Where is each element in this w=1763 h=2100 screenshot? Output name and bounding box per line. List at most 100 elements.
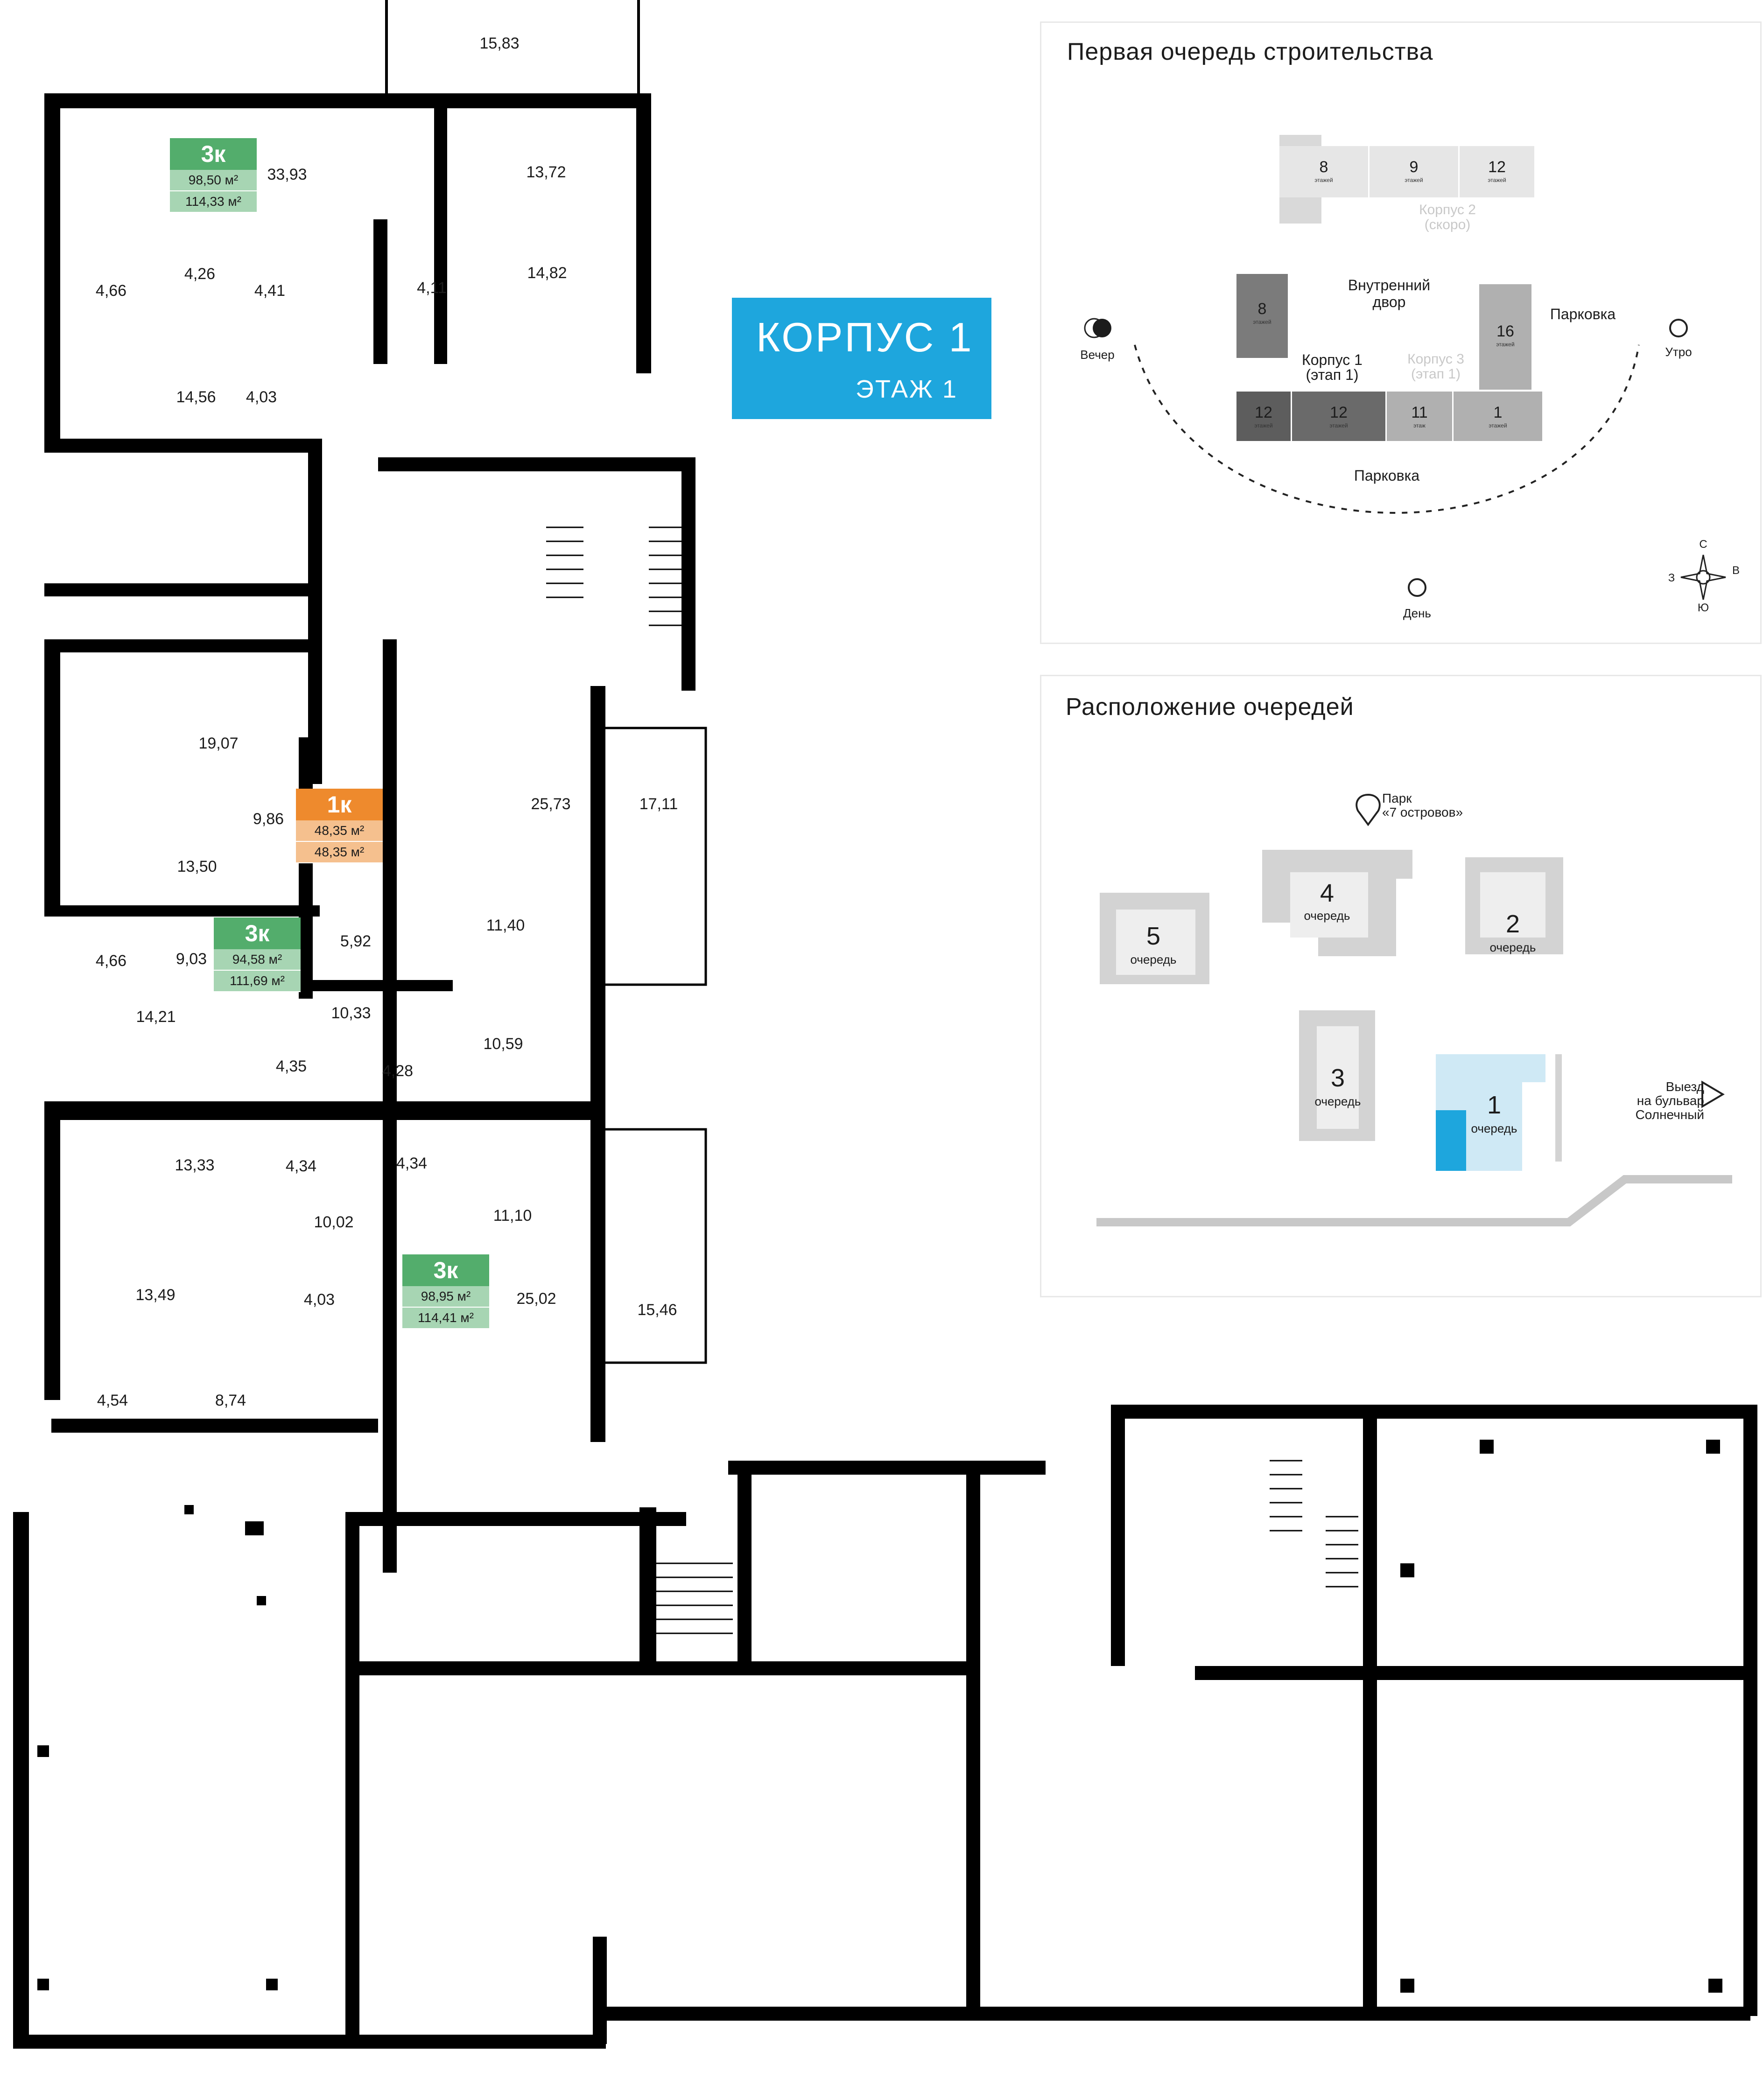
evening-label: Вечер	[1080, 348, 1115, 362]
room-area: 8,74	[215, 1392, 246, 1409]
compass-s: Ю	[1697, 602, 1709, 614]
queue-2-number: 2	[1505, 910, 1520, 938]
room-area: 4,41	[254, 282, 285, 300]
apartment-living-area: 94,58 м²	[214, 949, 301, 971]
apartment-rooms: 1к	[296, 789, 383, 820]
apartment-badge[interactable]: 1к 48,35 м² 48,35 м²	[296, 789, 383, 863]
korpus2-note: (скоро)	[1424, 217, 1471, 232]
compass-n: С	[1699, 538, 1707, 551]
room-area: 14,21	[136, 1008, 176, 1026]
room-area: 15,83	[479, 35, 519, 52]
block-korpus3-c: 16 этажей	[1479, 284, 1531, 390]
queue-3-label: очередь	[1314, 1094, 1361, 1108]
queue-4-number: 4	[1320, 879, 1335, 907]
korpus1-note: (этап 1)	[1306, 366, 1359, 383]
queues-map	[1096, 793, 1732, 1226]
room-area: 9,03	[176, 950, 207, 968]
building-label: КОРПУС 1 ЭТАЖ 1	[732, 298, 991, 419]
room-area: 4,54	[97, 1392, 128, 1409]
room-area: 25,73	[531, 795, 570, 813]
morning-label: Утро	[1665, 345, 1692, 359]
construction-map	[1084, 135, 1726, 600]
apartment-total-area: 48,35 м²	[296, 842, 383, 863]
room-area: 4,34	[396, 1155, 427, 1172]
construction-title: Первая очередь строительства	[1067, 38, 1433, 65]
courtyard-label: Внутренний	[1348, 277, 1431, 294]
room-area: 5,92	[340, 932, 371, 950]
korpus-label: КОРПУС 1	[756, 314, 974, 360]
parking-label: Парковка	[1354, 467, 1420, 484]
block-korpus1-a: 8 этажей	[1236, 274, 1288, 358]
queue-3-number: 3	[1330, 1064, 1345, 1092]
room-area: 4,11	[417, 279, 447, 297]
korpus3-note: (этап 1)	[1411, 366, 1461, 382]
korpus2-label: Корпус 2	[1419, 202, 1476, 217]
apartment-living-area: 48,35 м²	[296, 820, 383, 842]
room-area: 13,50	[177, 858, 217, 875]
room-area: 10,33	[331, 1004, 371, 1022]
queues-panel: Расположение очередей Парк «7 островов» …	[1040, 675, 1762, 1297]
room-area: 9,86	[253, 810, 284, 828]
room-area: 10,02	[314, 1213, 353, 1231]
block-korpus1-b: 12 этажей	[1236, 392, 1291, 441]
room-area: 4,34	[286, 1157, 316, 1175]
apartment-badge[interactable]: 3к 98,50 м² 114,33 м²	[170, 138, 257, 213]
apartment-living-area: 98,95 м²	[402, 1286, 489, 1308]
room-area: 11,40	[486, 917, 525, 934]
room-area: 4,28	[382, 1062, 413, 1080]
compass-w: З	[1668, 572, 1675, 584]
room-area: 4,66	[96, 952, 126, 970]
exit-label: Солнечный	[1635, 1107, 1704, 1122]
exit-label: на бульвар	[1637, 1093, 1704, 1108]
floor-label: ЭТАЖ 1	[856, 375, 958, 403]
apartment-rooms: 3к	[402, 1254, 489, 1286]
apartment-living-area: 98,50 м²	[170, 170, 257, 191]
day-label: День	[1403, 606, 1431, 620]
room-area: 11,10	[493, 1207, 532, 1225]
apartment-rooms: 3к	[170, 138, 257, 170]
park-label: «7 островов»	[1382, 805, 1463, 819]
room-area-labels: 15,83 33,93 13,72 4,66 4,26 4,41 4,11 14…	[96, 35, 678, 1409]
queue-4-label: очередь	[1304, 909, 1350, 923]
floor-plan-stairs	[546, 526, 1358, 1634]
queue-5-label: очередь	[1130, 952, 1177, 966]
apartment-total-area: 114,41 м²	[402, 1308, 489, 1329]
apartment-badge[interactable]: 3к 98,95 м² 114,41 м²	[402, 1254, 489, 1329]
block-korpus1-c: 12 этажей	[1292, 392, 1385, 441]
columns	[37, 1440, 1722, 1993]
room-area: 15,46	[637, 1301, 677, 1319]
block-korpus2-a: 8 этажей	[1279, 146, 1368, 197]
queue-2-label: очередь	[1489, 940, 1536, 954]
room-area: 19,07	[198, 735, 238, 752]
queue-5-number: 5	[1146, 922, 1161, 950]
room-area: 13,49	[135, 1286, 175, 1304]
courtyard-label: двор	[1372, 294, 1406, 310]
queue-1-number: 1	[1487, 1091, 1502, 1119]
floor-plan-walls	[13, 0, 1757, 2049]
exit-label: Выезд	[1665, 1079, 1704, 1094]
room-area: 13,33	[175, 1156, 214, 1174]
room-area: 10,59	[483, 1035, 523, 1053]
room-area: 13,72	[526, 163, 566, 181]
korpus3-label: Корпус 3	[1407, 351, 1464, 367]
room-area: 4,26	[184, 265, 215, 283]
apartment-badge[interactable]: 3к 94,58 м² 111,69 м²	[214, 917, 301, 992]
room-area: 4,35	[276, 1057, 307, 1075]
queue-1-label: очередь	[1471, 1121, 1517, 1135]
room-area: 4,66	[96, 282, 126, 300]
block-korpus2-b: 9 этажей	[1370, 146, 1458, 197]
compass-e: В	[1732, 564, 1740, 577]
construction-panel: Первая очередь строительства 8 этажей 9 …	[1040, 21, 1762, 644]
block-korpus2-c: 12 этажей	[1460, 146, 1534, 197]
apartment-total-area: 111,69 м²	[214, 971, 301, 992]
room-area: 4,03	[246, 388, 277, 406]
block-korpus3-a: 11 этаж	[1387, 392, 1452, 441]
room-area: 4,03	[304, 1291, 335, 1309]
compass-rose	[1680, 554, 1726, 600]
room-area: 14,82	[527, 264, 567, 282]
apartment-rooms: 3к	[214, 917, 301, 949]
room-area: 33,93	[267, 166, 307, 183]
parking-label: Парковка	[1550, 306, 1616, 322]
room-area: 17,11	[639, 795, 678, 813]
